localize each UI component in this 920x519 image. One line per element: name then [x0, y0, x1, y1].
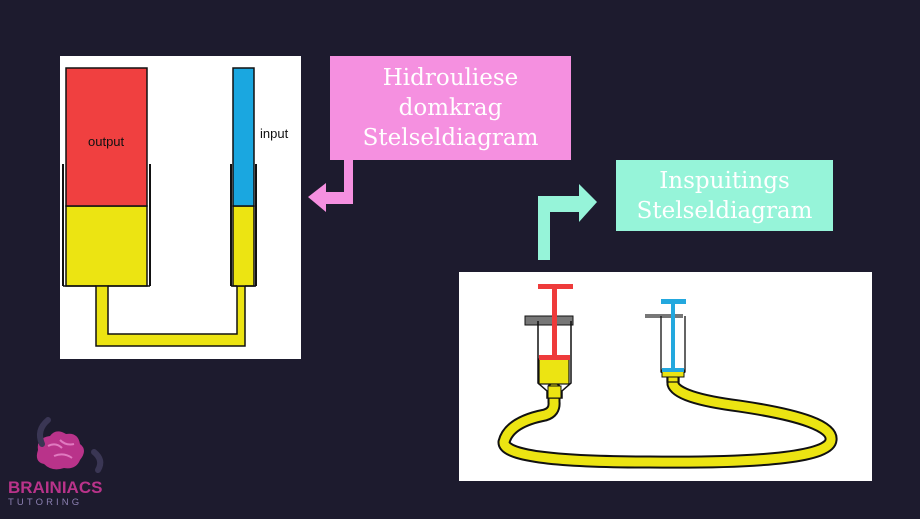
brand-tagline: TUTORING [8, 497, 83, 508]
syringe-system-diagram [497, 284, 838, 469]
brainiacs-logo [36, 417, 104, 473]
hydraulic-jack-label: Hidrouliese domkrag Stelseldiagram [330, 56, 571, 160]
mint-arrow [538, 184, 597, 260]
syringe-system-panel [459, 272, 872, 481]
syringe-label-line-1: Inspuitings [659, 167, 790, 194]
input-label: input [260, 126, 289, 141]
input-piston [232, 67, 255, 207]
large-plunger-head [539, 355, 570, 360]
brain-icon [36, 431, 84, 470]
large-plunger-handle [538, 284, 573, 289]
syringe-label-line-2: Stelseldiagram [636, 197, 813, 224]
hydraulic-label-line-1: Hidrouliese [382, 65, 519, 91]
hydraulic-jack-panel: output input [60, 56, 301, 359]
hydraulic-label-line-3: Stelseldiagram [362, 125, 539, 151]
large-plunger-rod [552, 289, 557, 355]
output-cylinder-fluid [65, 205, 148, 287]
syringe-system-label: Inspuitings Stelseldiagram [616, 160, 833, 231]
small-plunger-rod [671, 304, 675, 368]
output-label: output [88, 134, 125, 149]
pink-arrow [308, 160, 353, 212]
brand-name: BRAINIACS [8, 478, 103, 497]
input-cylinder-fluid [232, 205, 255, 287]
small-plunger-head [662, 368, 684, 372]
connecting-pipe [95, 285, 246, 347]
output-piston [65, 67, 148, 207]
hydraulic-jack-diagram: output input [62, 67, 289, 347]
small-plunger-handle [661, 299, 686, 304]
hydraulic-label-line-2: domkrag [398, 95, 503, 121]
